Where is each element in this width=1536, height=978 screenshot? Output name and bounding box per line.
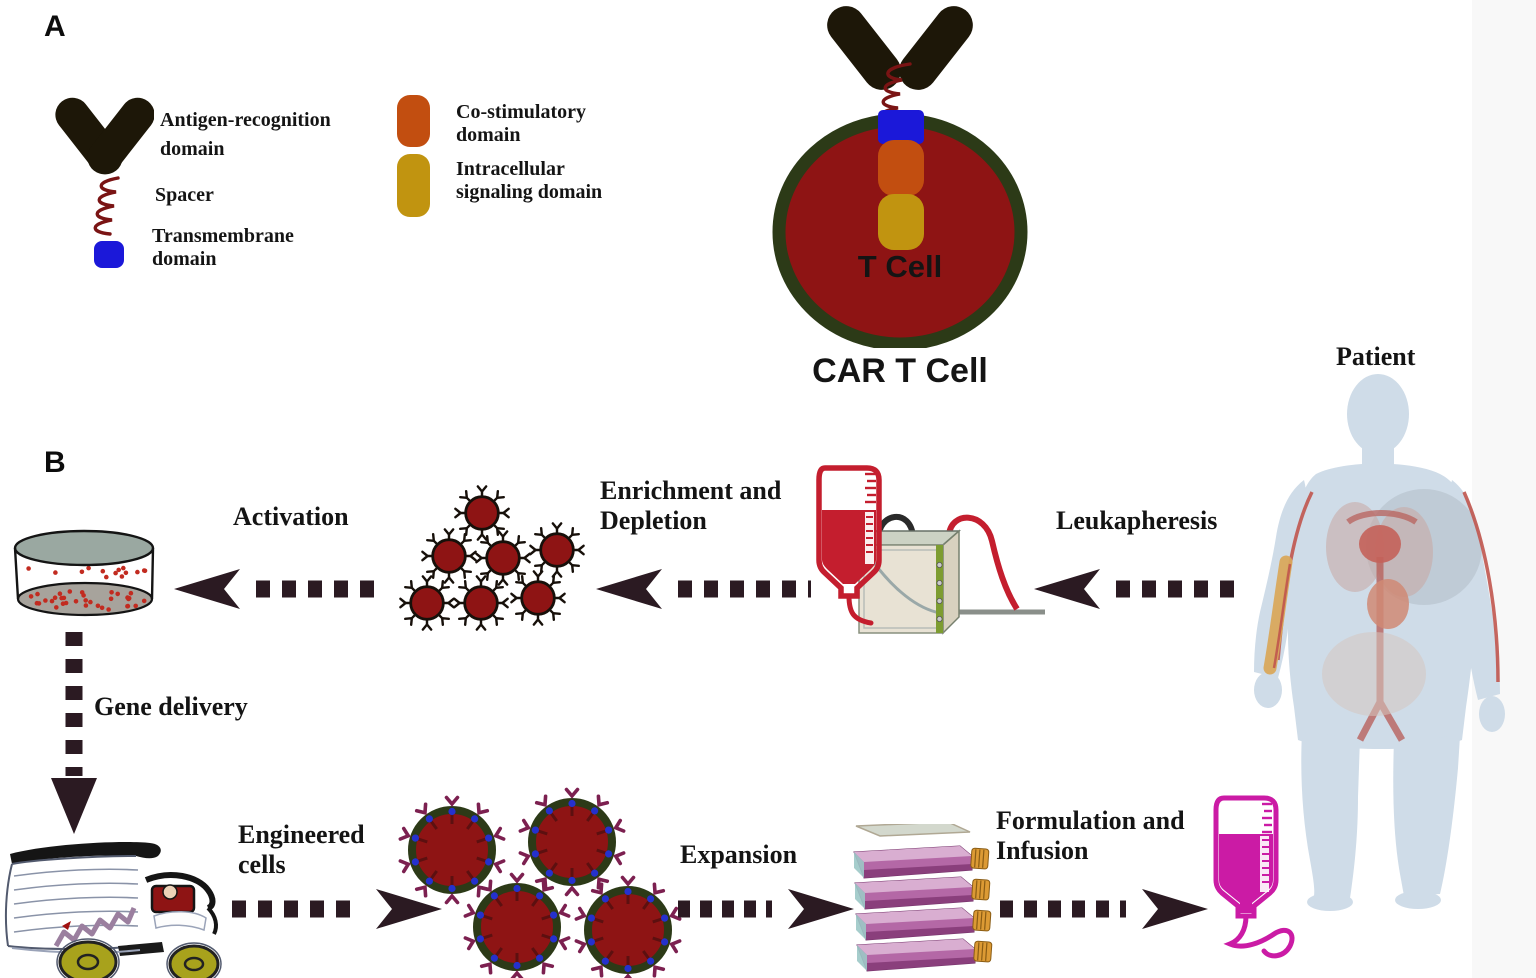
arrow-expansion: [678, 889, 854, 929]
expansion-label: Expansion: [680, 840, 798, 869]
arrow-activation: [174, 569, 384, 609]
panel-b-label: B: [44, 446, 66, 479]
formulation-infusion-label: Formulation and Infusion: [996, 806, 1185, 865]
co-stimulatory-domain-icon: [397, 95, 430, 147]
car-t-cell-caption: CAR T Cell: [812, 352, 988, 390]
transmembrane-domain-icon: [94, 241, 124, 268]
legend-transmembrane-label: Transmembrane domain: [152, 225, 294, 270]
blood-bag-illustration: [816, 465, 882, 626]
gene-delivery-label: Gene delivery: [94, 692, 248, 721]
t-cell-cluster-illustration: [398, 484, 585, 631]
arrow-engineered-cells: [232, 889, 442, 929]
flask: [855, 907, 992, 941]
engineered-cell-cluster-illustration: [388, 782, 728, 978]
legend-co-stimulatory-label: Co-stimulatory domain: [456, 101, 586, 146]
car-t-cell-illustration: [772, 6, 1028, 348]
blood-bag-graduations: [865, 472, 876, 504]
flask: [856, 938, 993, 972]
patient-anatomy: [1263, 489, 1500, 742]
machine-rivets: [936, 562, 943, 623]
blood-bag-scale: [866, 516, 873, 553]
arrow-leukapheresis: [1034, 569, 1242, 609]
patient-illustration: [1254, 374, 1505, 911]
car-antibody-arms: [827, 6, 973, 90]
arrow-formulation: [1000, 889, 1208, 929]
legend-antigen-recognition-label: Antigen-recognition domain: [160, 109, 331, 160]
car-intracellular: [878, 194, 924, 250]
panel-a-label: A: [44, 10, 66, 43]
apheresis-machine-illustration: [857, 514, 1045, 635]
arrow-gene-delivery: [51, 632, 97, 834]
flask: [853, 824, 990, 879]
engineered-cells-label: Engineered cells: [238, 820, 365, 879]
spacer-icon: [93, 176, 120, 236]
enrichment-depletion-label: Enrichment and Depletion: [600, 476, 782, 535]
legend-spacer-label: Spacer: [155, 184, 214, 206]
infusion-bag-scale: [1262, 839, 1269, 883]
leukapheresis-label: Leukapheresis: [1056, 506, 1218, 535]
cargo-hatch-lines: [13, 868, 139, 933]
flask: [854, 876, 991, 910]
cell-suspension-dots: [26, 565, 148, 612]
culture-flask-stack-illustration: [853, 824, 993, 972]
patient-label: Patient: [1336, 342, 1416, 371]
infusion-bag-graduations: [1262, 802, 1272, 834]
petri-dish-illustration: [13, 529, 155, 617]
car-transmembrane: [878, 110, 924, 144]
dna-coil-cargo: [53, 907, 137, 948]
infusion-bag-illustration: [1213, 795, 1295, 959]
activation-label: Activation: [233, 502, 349, 531]
arrow-enrichment: [596, 569, 811, 609]
legend-intracellular-label: Intracellular signaling domain: [456, 158, 603, 203]
page-edge-shade: [1472, 0, 1536, 978]
gene-delivery-vehicle-illustration: [4, 842, 222, 978]
truck-wheels: [56, 938, 222, 978]
antibody-icon: [55, 97, 154, 175]
t-cell-label: T Cell: [857, 249, 943, 284]
car-co-stimulatory: [878, 140, 924, 196]
intracellular-signaling-domain-icon: [397, 154, 430, 217]
